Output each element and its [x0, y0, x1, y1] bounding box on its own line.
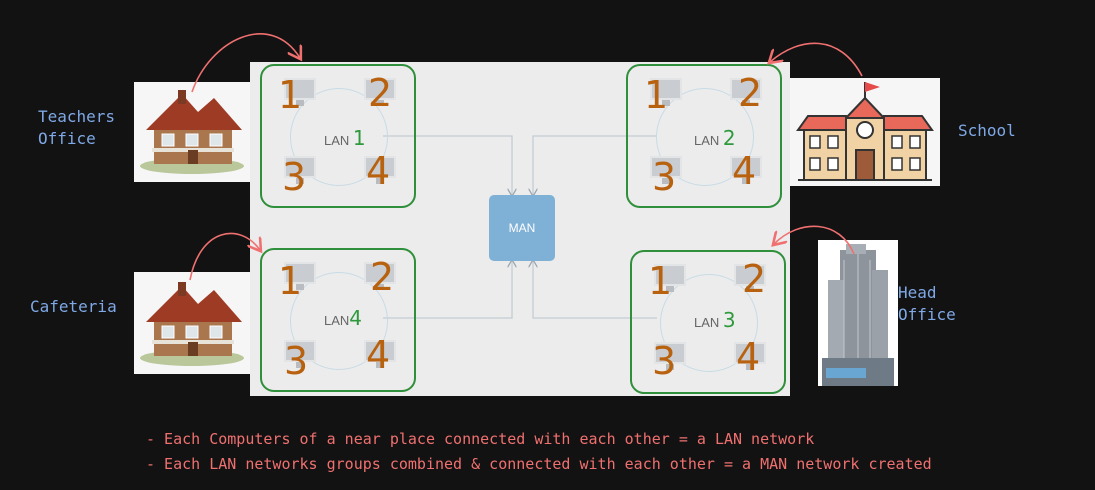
lan-group-4: 1 2 3 4 LAN4 — [260, 248, 416, 392]
arrow-cafeteria — [189, 232, 260, 281]
computer-number: 4 — [366, 333, 391, 377]
lan-ring — [290, 88, 388, 186]
school-building-icon — [790, 78, 940, 186]
computer-number: 2 — [370, 255, 395, 299]
computer-number: 4 — [366, 149, 391, 193]
computer-number: 1 — [278, 259, 303, 303]
place-label-line: Teachers — [38, 107, 116, 126]
computer-number: 3 — [282, 155, 307, 199]
computer-number: 3 — [284, 339, 309, 383]
arrow-school — [770, 42, 863, 77]
computer-number: 2 — [368, 71, 393, 115]
lan-word: LAN — [694, 133, 720, 148]
computer-number: 2 — [738, 71, 763, 115]
arrow-teachers-office — [191, 33, 300, 93]
computer-number: 3 — [652, 339, 677, 383]
lan-word: LAN — [324, 133, 350, 148]
lan-word: LAN — [324, 313, 350, 328]
lan-ring — [290, 272, 388, 370]
computer-icon — [362, 262, 398, 292]
lan-number: 4 — [349, 306, 363, 330]
computer-icon — [282, 262, 318, 292]
computer-icon — [282, 340, 318, 370]
place-label-line: Office — [898, 304, 956, 324]
computer-icon — [648, 156, 684, 186]
lan-ring — [656, 88, 754, 186]
computer-icon — [362, 340, 398, 370]
computer-number: 1 — [278, 73, 303, 117]
computer-number: 2 — [742, 257, 767, 301]
lan-group-2: 1 2 3 4 LAN 2 — [626, 64, 782, 208]
connector-lan1-man — [383, 135, 512, 195]
computer-icon — [362, 156, 398, 186]
lan-number: 1 — [352, 126, 366, 150]
place-label-line: Head — [898, 283, 937, 302]
computer-number: 4 — [736, 335, 761, 379]
lan-number: 3 — [722, 308, 736, 332]
place-label-school: School — [958, 121, 1016, 140]
man-node: MAN — [489, 195, 555, 261]
skyscraper-icon — [818, 240, 898, 386]
lan-label: LAN 3 — [694, 308, 736, 332]
computer-icon — [728, 78, 764, 108]
lan-label: LAN4 — [324, 306, 362, 330]
arrow-head-office — [774, 225, 855, 255]
computer-icon — [728, 156, 764, 186]
lan-number: 2 — [722, 126, 736, 150]
connector-lan3-man — [533, 261, 657, 319]
place-label-line: Office — [38, 128, 96, 148]
place-label-cafeteria: Cafeteria — [30, 297, 117, 316]
house-icon — [134, 272, 250, 374]
lan-group-3: 1 2 3 4 LAN 3 — [630, 250, 786, 394]
computer-icon — [362, 78, 398, 108]
connector-lan2-man — [533, 135, 657, 195]
computer-icon — [652, 342, 688, 372]
note-man: - Each LAN networks groups combined & co… — [146, 455, 932, 473]
computer-number: 1 — [644, 73, 669, 117]
lan-label: LAN 2 — [694, 126, 736, 150]
connector-lan4-man — [383, 261, 512, 319]
house-icon — [134, 82, 250, 182]
note-lan: - Each Computers of a near place connect… — [146, 430, 815, 448]
computer-icon — [732, 342, 768, 372]
computer-icon — [732, 264, 768, 294]
lan-ring — [660, 274, 758, 372]
computer-icon — [648, 78, 684, 108]
lan-group-1: 1 2 3 4 LAN 1 — [260, 64, 416, 208]
computer-icon — [282, 78, 318, 108]
computer-number: 3 — [652, 155, 677, 199]
lan-label: LAN 1 — [324, 126, 366, 150]
computer-icon — [652, 264, 688, 294]
computer-number: 4 — [732, 149, 757, 193]
lan-word: LAN — [694, 315, 720, 330]
computer-number: 1 — [648, 259, 673, 303]
computer-icon — [282, 156, 318, 186]
